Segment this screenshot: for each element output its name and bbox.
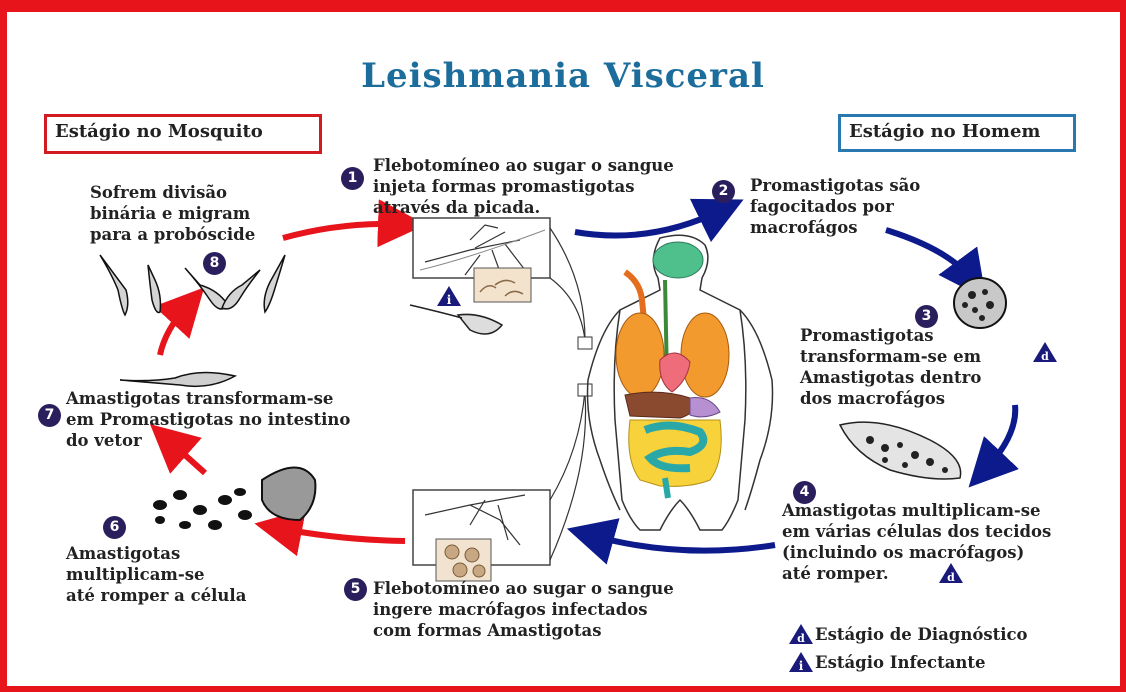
step-2-line-2: fagocitados por	[750, 196, 920, 217]
step-6-badge: 6	[103, 516, 126, 539]
step-3-line-4: dos macrofágos	[800, 388, 981, 409]
step-5-line-1: Flebotomíneo ao sugar o sangue	[373, 578, 674, 599]
step-7-line-2: em Promastigotas no intestino	[66, 409, 350, 430]
ruptured-cell-amastigotes	[153, 468, 315, 531]
infective-stage-icon: i	[437, 286, 461, 306]
svg-text:i: i	[799, 659, 804, 672]
svg-text:i: i	[447, 293, 452, 306]
legend-diagnostic-label: Estágio de Diagnóstico	[815, 624, 1028, 645]
arrow-8-to-1	[283, 224, 402, 238]
step-2-line-3: macrofágos	[750, 217, 920, 238]
step-5-text: Flebotomíneo ao sugar o sangue ingere ma…	[373, 578, 674, 641]
step-4-line-2: em várias células dos tecidos	[782, 521, 1051, 542]
step-4-line-3: (incluindo os macrófagos)	[782, 542, 1051, 563]
promastigote-step7	[120, 372, 235, 386]
step-8-line-2: binária e migram	[90, 203, 255, 224]
step-6-line-3: até romper a célula	[66, 585, 246, 606]
step-7-line-1: Amastigotas transformam-se	[66, 388, 350, 409]
step-7-badge: 7	[38, 404, 61, 427]
step-6-text: Amastigotas multiplicam-se até romper a …	[66, 543, 246, 606]
step-8-line-1: Sofrem divisão	[90, 182, 255, 203]
arrow-3-to-4	[985, 405, 1015, 470]
legend-infective-label: Estágio Infectante	[815, 652, 986, 673]
diagnostic-stage-icon-4: d	[939, 563, 963, 583]
step-8-text: Sofrem divisão binária e migram para a p…	[90, 182, 255, 245]
step-1-line-2: injeta formas promastigotas	[373, 176, 674, 197]
step-6-line-2: multiplicam-se	[66, 564, 246, 585]
step-3-line-3: Amastigotas dentro	[800, 367, 981, 388]
step-1-badge: 1	[341, 167, 364, 190]
step-1-text: Flebotomíneo ao sugar o sangue injeta fo…	[373, 155, 674, 218]
step-3-text: Promastigotas transformam-se em Amastigo…	[800, 325, 981, 409]
step-7-text: Amastigotas transformam-se em Promastigo…	[66, 388, 350, 451]
infected-tissue-cell	[840, 422, 961, 479]
step-1-line-3: através da picada.	[373, 197, 674, 218]
step-3-line-1: Promastigotas	[800, 325, 981, 346]
svg-text:d: d	[797, 632, 805, 644]
promastigote-free	[410, 305, 502, 334]
step-3-line-2: transformam-se em	[800, 346, 981, 367]
step-2-line-1: Promastigotas são	[750, 175, 920, 196]
step-4-text: Amastigotas multiplicam-se em várias cél…	[782, 500, 1051, 584]
step-1-line-1: Flebotomíneo ao sugar o sangue	[373, 155, 674, 176]
mosquito-bite-image-bottom	[413, 490, 550, 581]
mosquito-bite-image-top	[413, 218, 550, 302]
macrophage-cell	[954, 278, 1006, 328]
arrow-7-to-8	[160, 305, 188, 355]
legend-diagnostic-icon: d	[789, 624, 813, 644]
arrow-4-to-5	[590, 535, 775, 551]
svg-text:d: d	[1041, 350, 1049, 362]
step-7-line-3: do vetor	[66, 430, 350, 451]
step-5-badge: 5	[344, 578, 367, 601]
step-2-text: Promastigotas são fagocitados por macrof…	[750, 175, 920, 238]
legend-infective-icon: i	[789, 652, 813, 672]
step-5-line-2: ingere macrófagos infectados	[373, 599, 674, 620]
arrow-5-to-6	[278, 528, 405, 541]
step-4-line-1: Amastigotas multiplicam-se	[782, 500, 1051, 521]
step-8-line-3: para a probóscide	[90, 224, 255, 245]
step-4-line-4: até romper.	[782, 563, 1051, 584]
human-body-illustration	[588, 235, 773, 530]
step-2-badge: 2	[712, 180, 735, 203]
step-6-line-1: Amastigotas	[66, 543, 246, 564]
dividing-promastigotes	[100, 255, 285, 315]
svg-text:d: d	[947, 571, 955, 583]
step-8-badge: 8	[203, 252, 226, 275]
diagnostic-stage-icon-3: d	[1033, 342, 1057, 362]
step-5-line-3: com formas Amastigotas	[373, 620, 674, 641]
